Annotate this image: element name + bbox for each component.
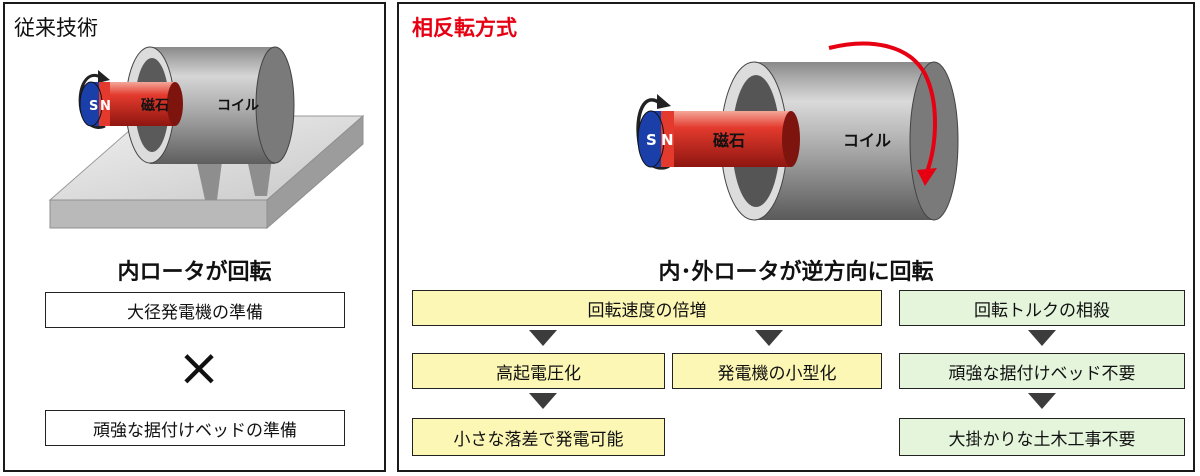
- svg-text:S: S: [646, 131, 657, 149]
- svg-text:N: N: [661, 131, 674, 149]
- magnet-label: 磁石: [713, 131, 745, 150]
- flow-arrow: [1028, 330, 1056, 346]
- counter-rotation-caption: 内･外ロータが逆方向に回転: [658, 260, 934, 285]
- svg-text:S: S: [89, 99, 98, 114]
- svg-text:N: N: [100, 99, 111, 114]
- high-voltage-box: 高起電圧化: [412, 353, 665, 389]
- coil-label: コイル: [843, 131, 891, 150]
- sturdy-bed-box: 頑強な据付けベッドの準備: [45, 410, 345, 446]
- flow-arrow: [529, 393, 557, 409]
- no-civil-works-box: 大掛かりな土木工事不要: [899, 418, 1185, 456]
- flow-arrow: [755, 330, 783, 346]
- counter-rotation-title: 相反転方式: [412, 16, 517, 40]
- double-speed-box: 回転速度の倍増: [412, 290, 882, 326]
- conventional-illustration: S N 磁石 コイル: [48, 46, 365, 230]
- flow-arrow: [1028, 393, 1056, 409]
- coil-label: コイル: [217, 98, 259, 114]
- conventional-panel: 従来技術: [3, 2, 386, 472]
- coil-back-end: [255, 46, 295, 164]
- counter-rotation-panel: 相反転方式 S: [397, 2, 1195, 472]
- pole-n: [99, 82, 110, 126]
- conventional-caption: 内ロータが回転: [117, 260, 272, 285]
- support-foot-1: [195, 154, 223, 200]
- large-generator-box: 大径発電機の準備: [45, 292, 345, 328]
- low-head-generation-box: 小さな落差で発電可能: [412, 418, 665, 456]
- base-plate-front: [49, 199, 268, 229]
- cross-mark: ×: [177, 338, 221, 398]
- pole-n: [661, 111, 674, 167]
- magnet-label: 磁石: [141, 97, 169, 114]
- outer-rotation-arrow: [828, 41, 937, 173]
- conventional-title: 従来技術: [14, 16, 98, 40]
- counter-rotation-illustration: S N 磁石 コイル: [636, 41, 959, 221]
- base-plate-side: [266, 114, 364, 230]
- pole-s: [638, 111, 651, 167]
- pole-s: [80, 82, 91, 126]
- torque-cancel-box: 回転トルクの相殺: [899, 290, 1185, 326]
- no-bed-needed-box: 頑強な据付けベッド不要: [899, 353, 1185, 389]
- compact-generator-box: 発電機の小型化: [672, 353, 882, 389]
- flow-arrow: [529, 330, 557, 346]
